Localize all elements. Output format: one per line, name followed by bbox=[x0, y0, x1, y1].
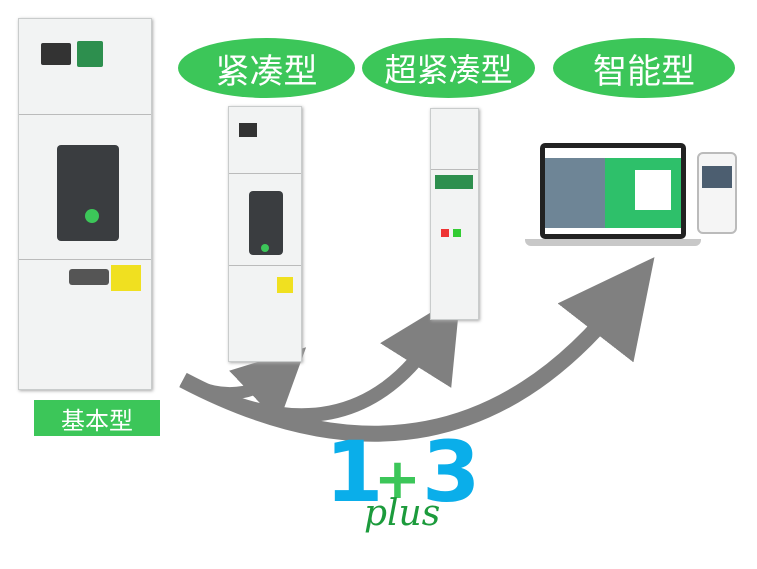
compact-type-label: 紧凑型 bbox=[178, 38, 355, 98]
ultra-compact-cabinet bbox=[430, 108, 479, 320]
phone bbox=[697, 152, 737, 234]
ultra-compact-type-label: 超紧凑型 bbox=[362, 38, 535, 98]
formula-plus-sign: + bbox=[374, 447, 421, 512]
laptop bbox=[540, 143, 686, 239]
basic-cabinet bbox=[18, 18, 152, 390]
formula-three: 3 bbox=[422, 423, 481, 521]
basic-type-label: 基本型 bbox=[34, 400, 160, 436]
formula-one: 1 bbox=[325, 423, 384, 521]
smart-type-label: 智能型 bbox=[553, 38, 735, 98]
formula-plus-word: plus bbox=[364, 493, 441, 534]
compact-cabinet bbox=[228, 106, 302, 362]
arrow-to-smart bbox=[179, 257, 655, 442]
